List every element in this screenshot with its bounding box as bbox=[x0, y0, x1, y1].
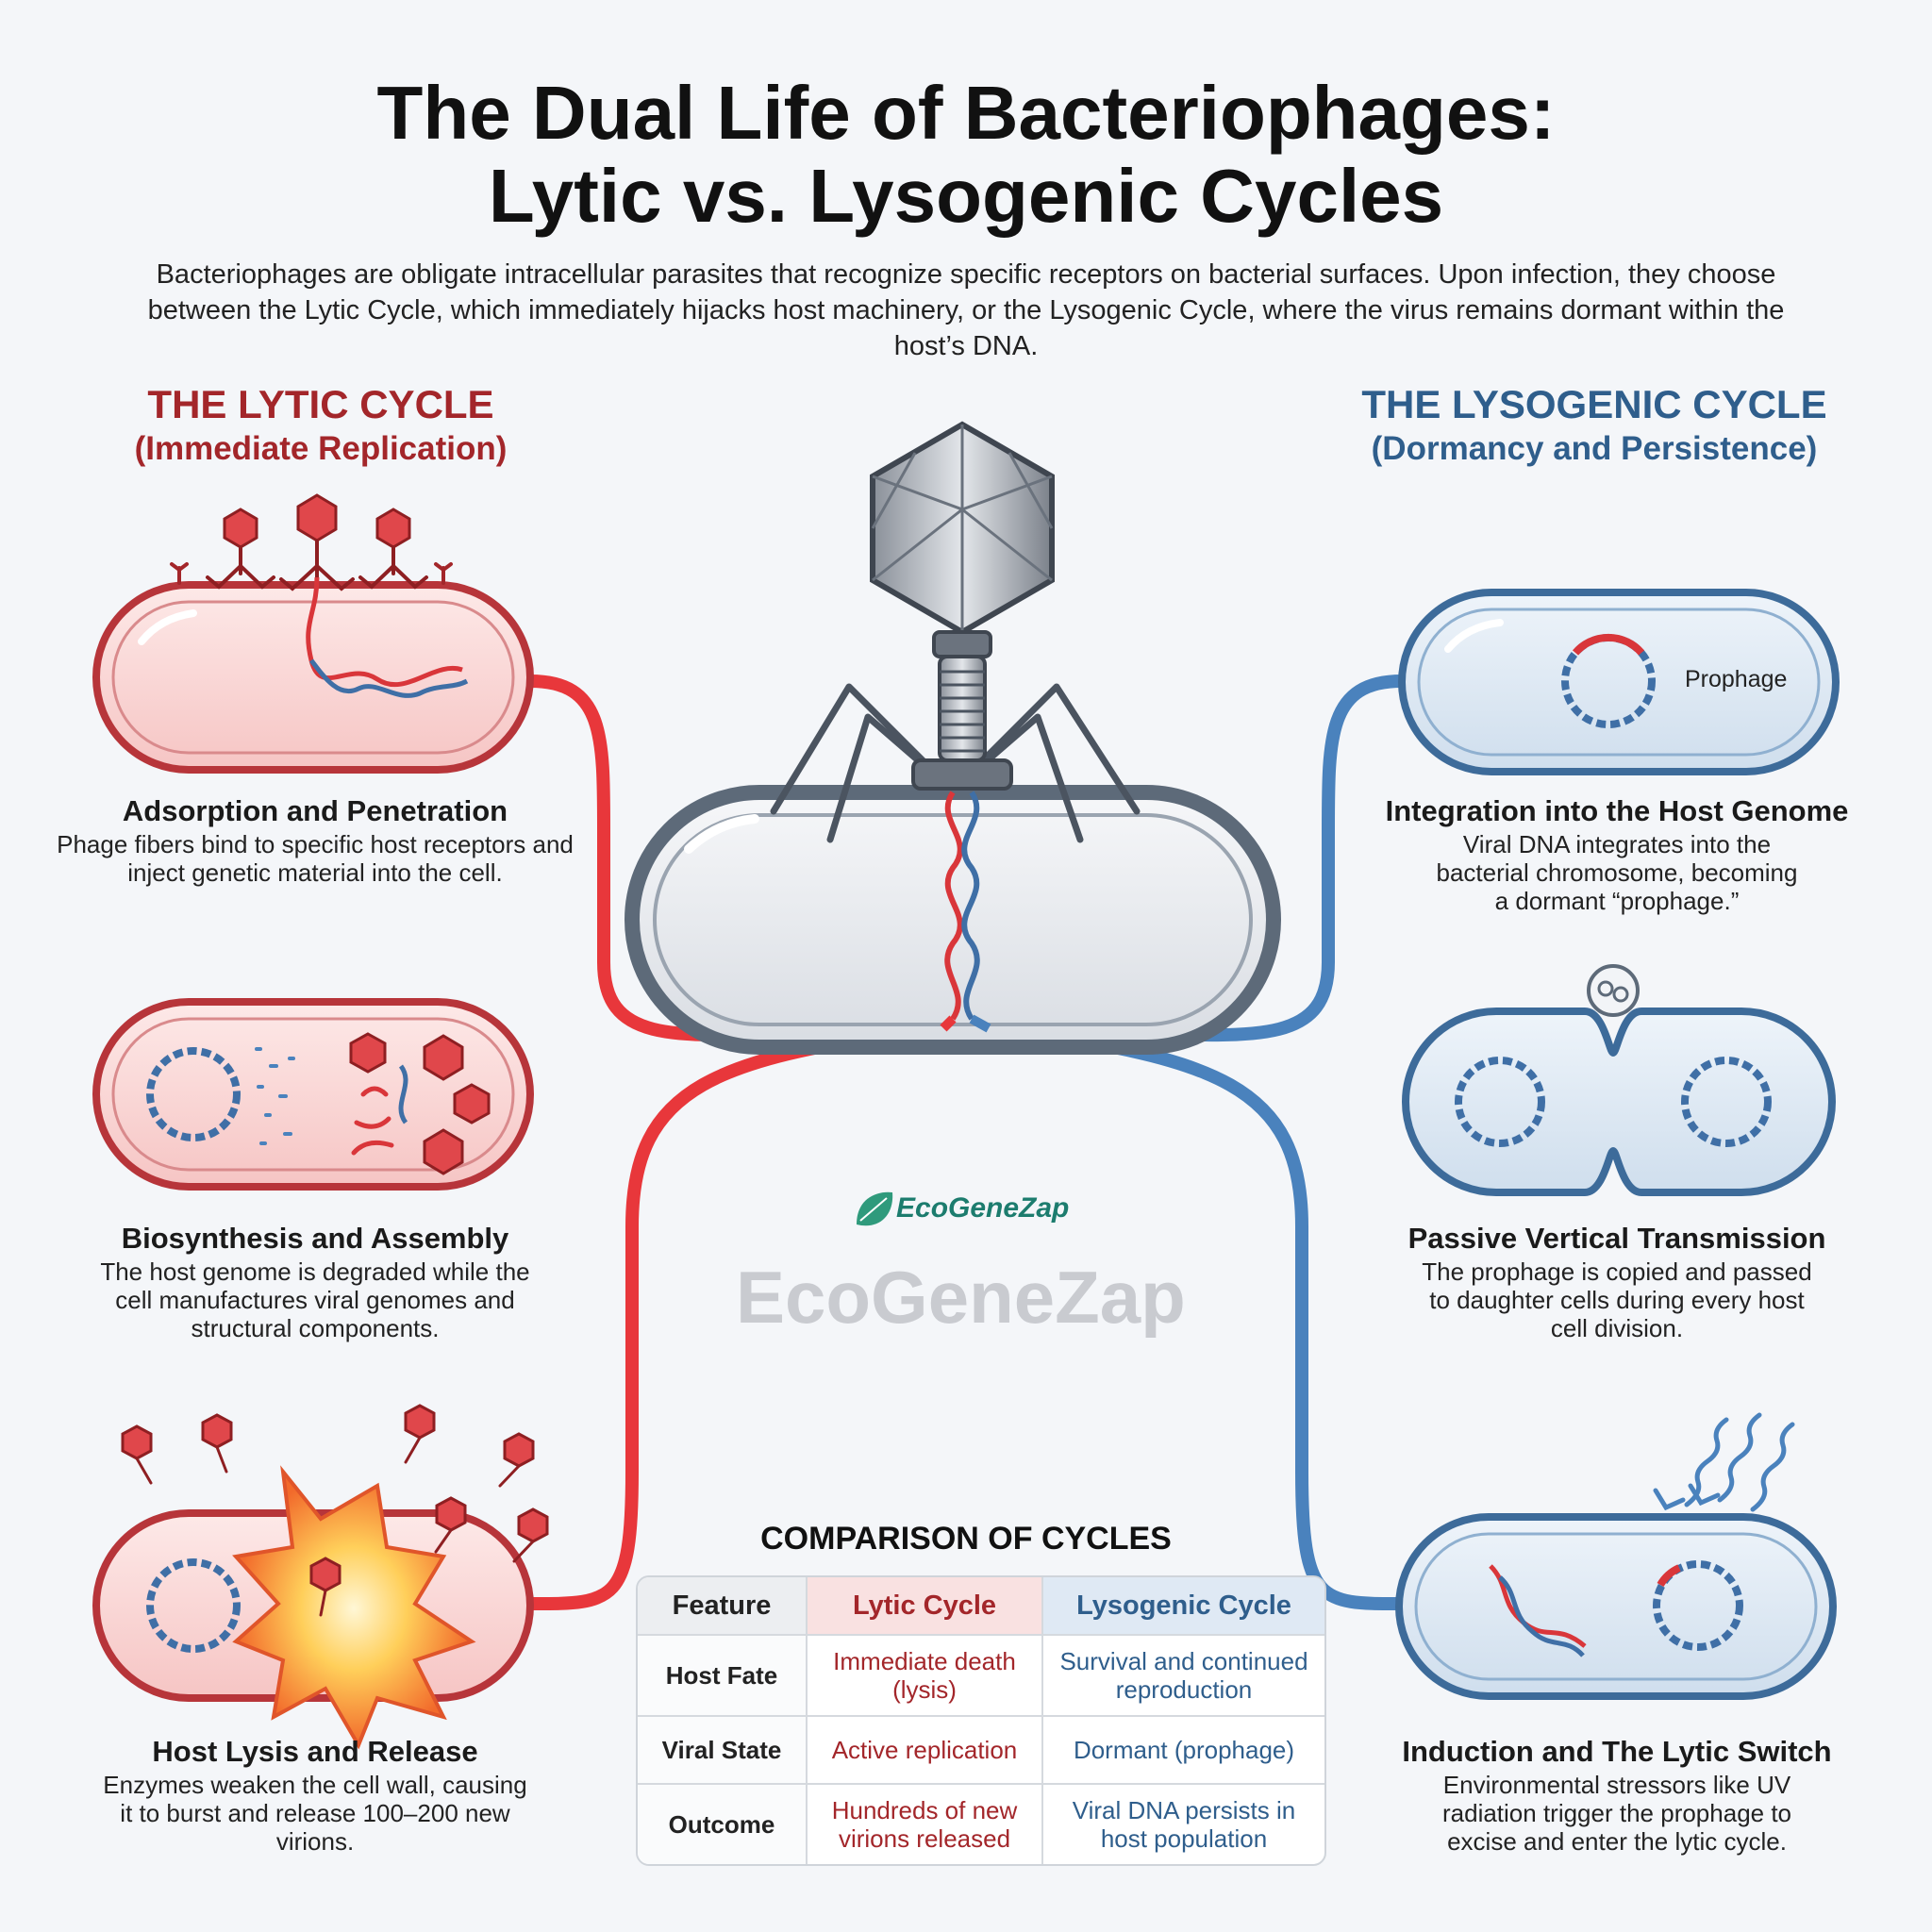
comparison-table-wrap: Feature Lytic Cycle Lysogenic Cycle Host… bbox=[636, 1575, 1326, 1866]
lytic-cell-biosynthesis bbox=[92, 998, 534, 1191]
lysogenic-cycle-heading: THE LYSOGENIC CYCLE bbox=[1361, 382, 1827, 426]
lysogenic-cell-integration bbox=[1398, 589, 1840, 775]
lysogenic-step-induction: Induction and The Lytic Switch Environme… bbox=[1343, 1733, 1890, 1856]
step-description: The prophage is copied and passed to dau… bbox=[1422, 1257, 1812, 1342]
step-title: Passive Vertical Transmission bbox=[1407, 1222, 1826, 1255]
page-title-line-2: Lytic vs. Lysogenic Cycles bbox=[488, 154, 1444, 238]
table-cell-lytic: Active replication bbox=[808, 1717, 1043, 1785]
uv-radiation-icon bbox=[1653, 1412, 1795, 1512]
comparison-title: COMPARISON OF CYCLES bbox=[760, 1521, 1172, 1557]
step-description: Environmental stressors like UV radiatio… bbox=[1441, 1771, 1792, 1856]
step-title: Host Lysis and Release bbox=[152, 1735, 478, 1768]
table-cell-lytic: Hundreds of new virions released bbox=[808, 1785, 1043, 1864]
step-description: Enzymes weaken the cell wall, causing it… bbox=[103, 1771, 527, 1856]
table-header-feature: Feature bbox=[638, 1577, 808, 1636]
table-header-lysogenic: Lysogenic Cycle bbox=[1043, 1577, 1324, 1636]
lytic-step-adsorption: Adsorption and Penetration Phage fibers … bbox=[42, 792, 589, 887]
step-title: Induction and The Lytic Switch bbox=[1402, 1735, 1832, 1768]
central-phage-icon bbox=[770, 421, 1141, 1033]
lytic-cycle-header: THE LYTIC CYCLE (Immediate Replication) bbox=[57, 381, 585, 470]
watermark-logo-text: EcoGeneZap bbox=[896, 1192, 1070, 1224]
table-row: Viral State Active replication Dormant (… bbox=[638, 1717, 1324, 1785]
lytic-cycle-subheading: (Immediate Replication) bbox=[134, 430, 508, 467]
lysogenic-step-transmission: Passive Vertical Transmission The propha… bbox=[1343, 1220, 1890, 1342]
page-title-line-1: The Dual Life of Bacteriophages: bbox=[376, 71, 1556, 155]
table-row-feature: Host Fate bbox=[638, 1636, 808, 1717]
step-description: Phage fibers bind to specific host recep… bbox=[57, 830, 574, 887]
table-row-feature: Outcome bbox=[638, 1785, 808, 1864]
table-cell-lysogenic: Dormant (prophage) bbox=[1043, 1717, 1324, 1785]
step-title: Biosynthesis and Assembly bbox=[121, 1222, 509, 1255]
comparison-table: Feature Lytic Cycle Lysogenic Cycle Host… bbox=[636, 1575, 1326, 1866]
table-row: Outcome Hundreds of new virions released… bbox=[638, 1785, 1324, 1864]
table-cell-lysogenic: Survival and continued reproduction bbox=[1043, 1636, 1324, 1717]
leaf-icon bbox=[857, 1191, 893, 1226]
table-row-feature: Viral State bbox=[638, 1717, 808, 1785]
step-description: Viral DNA integrates into the bacterial … bbox=[1436, 830, 1798, 915]
lytic-cell-lysis bbox=[92, 1404, 549, 1750]
step-title: Integration into the Host Genome bbox=[1385, 794, 1849, 827]
lytic-step-biosynthesis: Biosynthesis and Assembly The host genom… bbox=[42, 1220, 589, 1342]
lysogenic-cell-induction bbox=[1395, 1513, 1837, 1700]
lytic-cycle-heading: THE LYTIC CYCLE bbox=[147, 382, 494, 426]
table-row: Host Fate Immediate death (lysis) Surviv… bbox=[638, 1636, 1324, 1717]
lysogenic-step-integration: Integration into the Host Genome Viral D… bbox=[1343, 792, 1890, 915]
lytic-cell-adsorption bbox=[92, 493, 534, 774]
table-cell-lysogenic: Viral DNA persists in host population bbox=[1072, 1796, 1296, 1853]
lysogenic-cycle-subheading: (Dormancy and Persistence) bbox=[1371, 430, 1818, 467]
prophage-label: Prophage bbox=[1685, 666, 1788, 692]
table-header-lytic: Lytic Cycle bbox=[808, 1577, 1043, 1636]
lytic-step-lysis: Host Lysis and Release Enzymes weaken th… bbox=[42, 1733, 589, 1856]
intro-paragraph: Bacteriophages are obligate intracellula… bbox=[147, 259, 1785, 361]
table-cell-lytic: Immediate death (lysis) bbox=[808, 1636, 1043, 1717]
step-title: Adsorption and Penetration bbox=[122, 794, 508, 827]
lysogenic-cell-division bbox=[1402, 964, 1836, 1196]
lysogenic-cycle-header: THE LYSOGENIC CYCLE (Dormancy and Persis… bbox=[1311, 381, 1877, 470]
watermark-large-text: EcoGeneZap bbox=[736, 1256, 1186, 1339]
step-description: The host genome is degraded while the ce… bbox=[100, 1257, 530, 1342]
